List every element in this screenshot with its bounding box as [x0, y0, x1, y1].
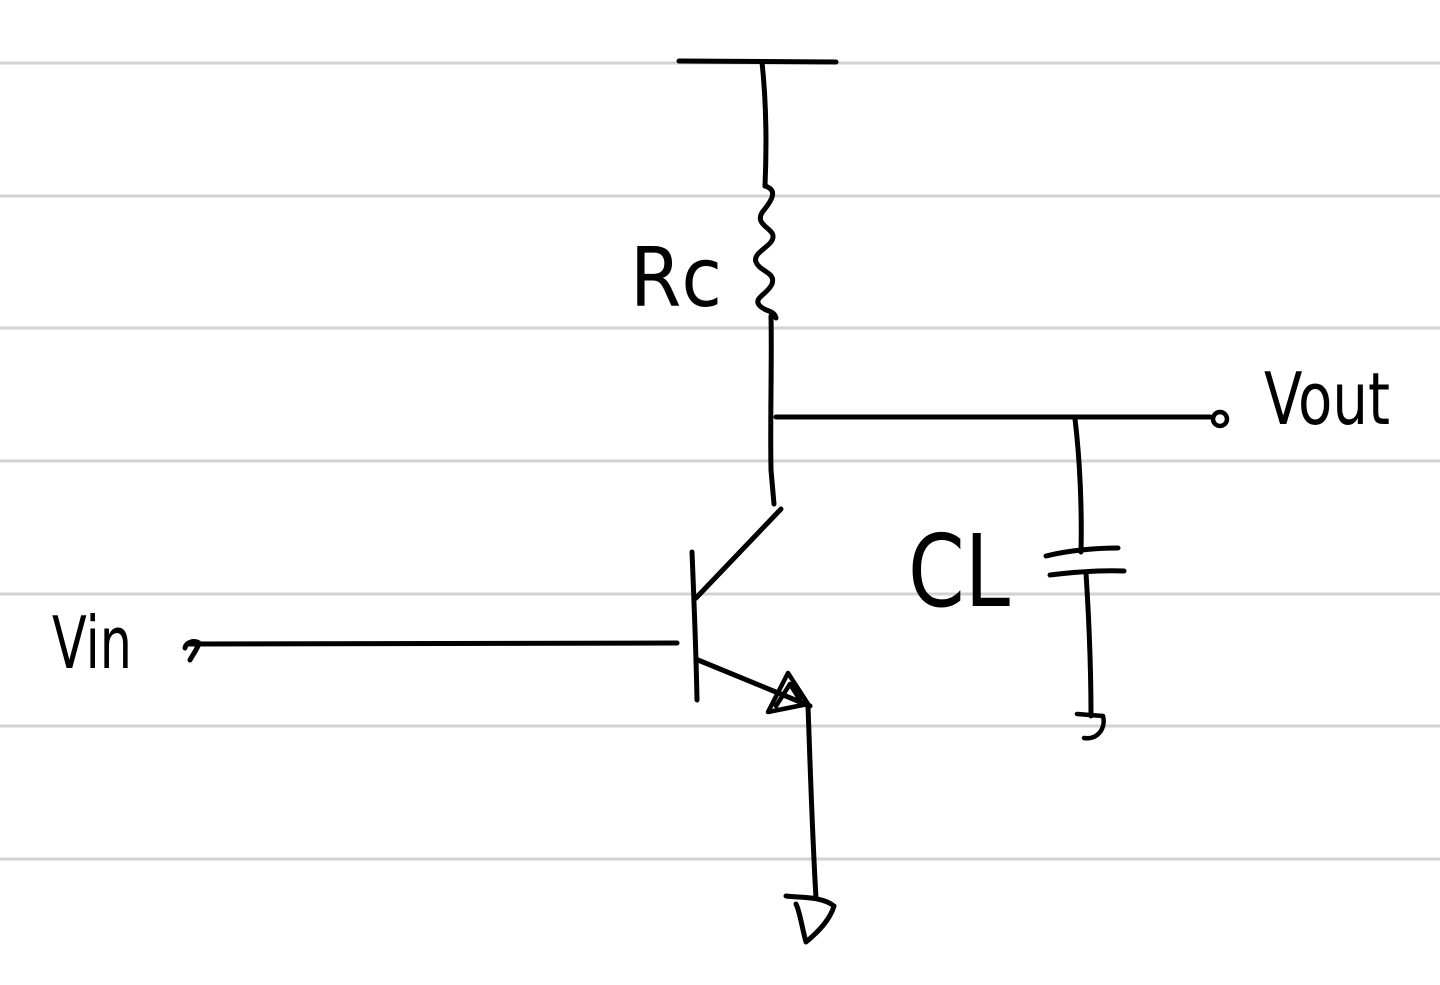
resistor-rc	[753, 183, 779, 321]
capacitor-top-lead	[1072, 416, 1084, 555]
emitter-ground-wire	[805, 703, 819, 901]
supply-wire	[759, 59, 769, 189]
emitter-arrow-icon	[765, 670, 811, 715]
supply-rail	[676, 58, 839, 65]
emitter-ground-icon	[783, 893, 837, 945]
resistor-label: Rc	[630, 231, 722, 326]
capacitor-cl	[1043, 416, 1127, 719]
ruled-lines	[0, 61, 1440, 861]
capacitor-label: CL	[908, 513, 1010, 630]
output-terminal	[1210, 409, 1230, 429]
capacitor-ground-icon	[1074, 711, 1106, 741]
capacitor-top-plate	[1043, 545, 1121, 559]
transistor-base-bar	[689, 549, 700, 703]
npn-transistor	[689, 506, 813, 715]
transistor-emitter-leg	[695, 657, 813, 709]
capacitor-bottom-lead	[1083, 570, 1094, 719]
input-label: Vin	[52, 601, 132, 685]
output-label: Vout	[1264, 357, 1390, 441]
transistor-collector-leg	[693, 506, 784, 601]
input-terminal	[182, 639, 202, 663]
collector-node-wire	[768, 313, 777, 507]
input-wire	[185, 640, 680, 647]
